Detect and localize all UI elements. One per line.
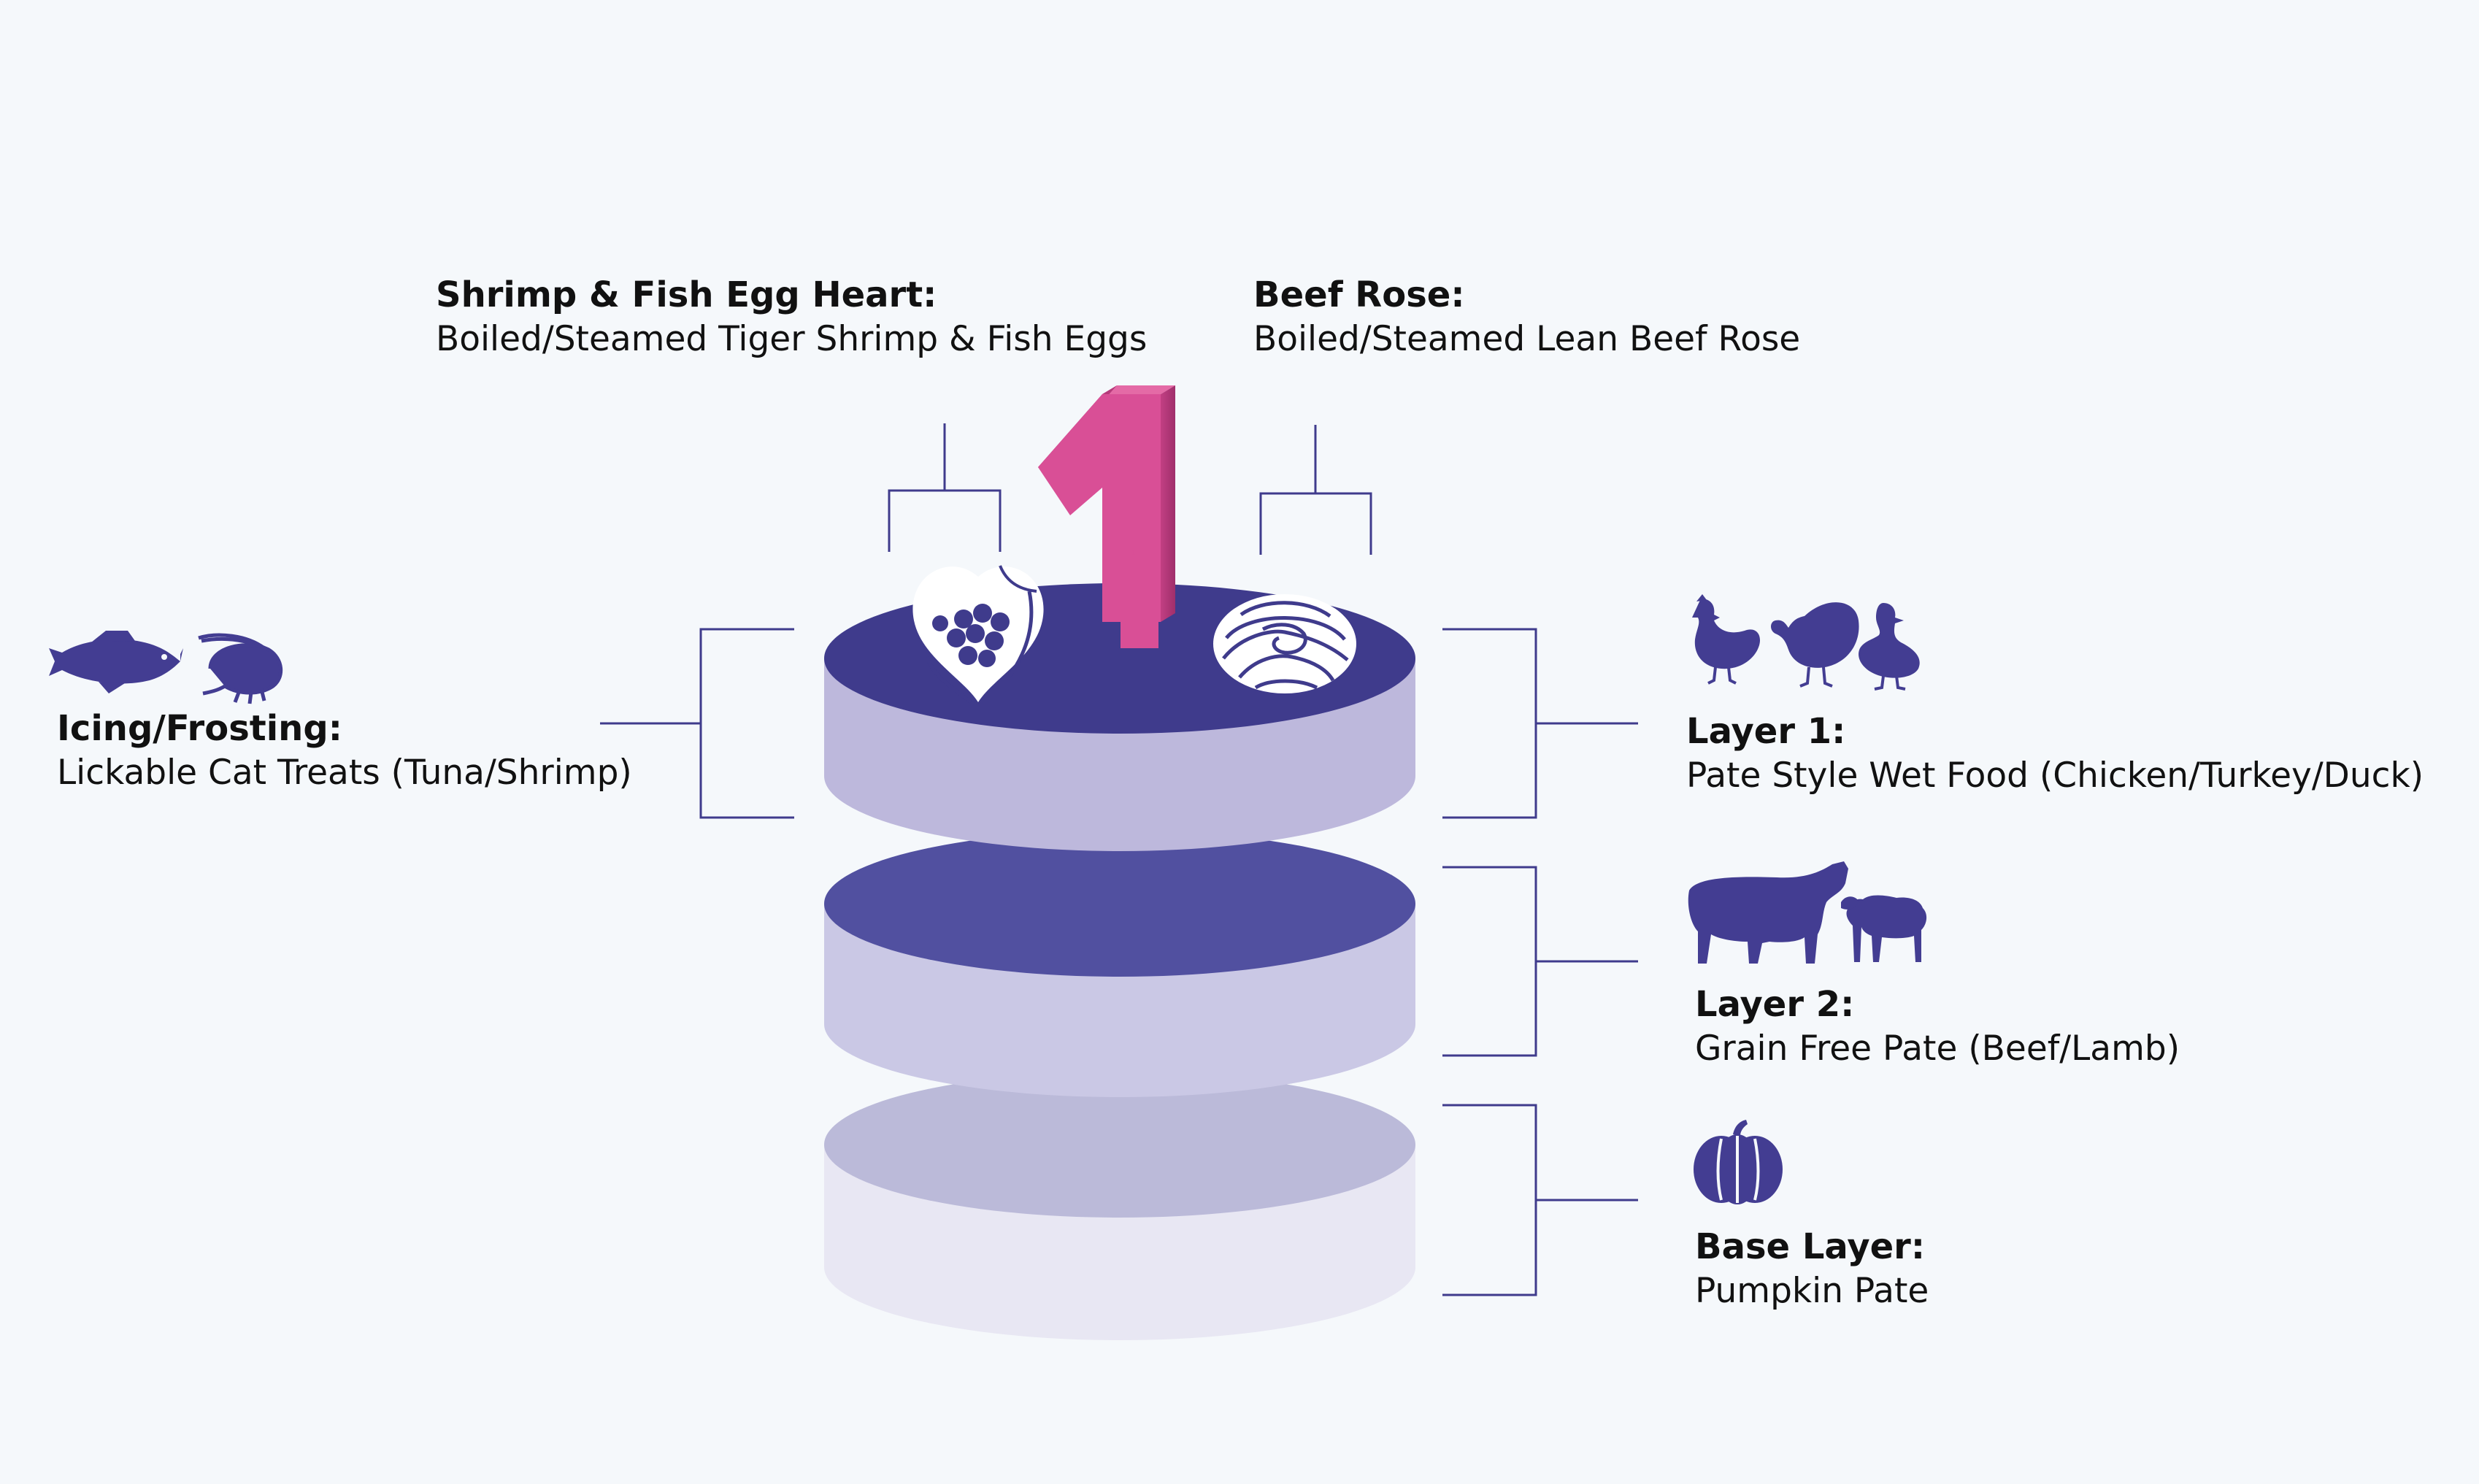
heart-label-desc: Boiled/Steamed Tiger Shrimp & Fish Eggs: [436, 319, 1148, 359]
heart-label: Shrimp & Fish Egg Heart: Boiled/Steamed …: [436, 273, 1147, 362]
fish-icon: [49, 631, 183, 693]
layer2-label-title: Layer 2:: [1695, 984, 1855, 1025]
base-label-desc: Pumpkin Pate: [1695, 1271, 1929, 1311]
rose-bracket: [1259, 425, 1372, 555]
base-label-title: Base Layer:: [1695, 1226, 1926, 1267]
cow-icon: [1688, 861, 1848, 964]
icing-label-desc: Lickable Cat Treats (Tuna/Shrimp): [57, 753, 632, 793]
pumpkin-icon: [1694, 1120, 1783, 1204]
duck-icon: [1859, 603, 1920, 691]
heart-label-title: Shrimp & Fish Egg Heart:: [436, 274, 937, 315]
layer2-label-desc: Grain Free Pate (Beef/Lamb): [1695, 1029, 2180, 1069]
layer1-label: Layer 1: Pate Style Wet Food (Chicken/Tu…: [1686, 710, 2424, 799]
beef-rose-icon: [1213, 594, 1356, 693]
rose-label: Beef Rose: Boiled/Steamed Lean Beef Rose: [1253, 273, 1800, 362]
cake-layer2-tier: [824, 831, 1415, 1097]
icing-bracket: [600, 628, 794, 819]
candle-number-one: 1: [1038, 385, 1175, 648]
shrimp-heart-icon: [912, 565, 1044, 704]
heart-bracket: [888, 423, 1002, 552]
candle-text: 1: [1131, 549, 1136, 557]
chicken-icon: [1692, 594, 1761, 685]
icing-label: Icing/Frosting: Lickable Cat Treats (Tun…: [57, 707, 632, 796]
base-bracket: [1442, 1104, 1638, 1296]
layer1-label-title: Layer 1:: [1686, 711, 1846, 752]
layer2-label: Layer 2: Grain Free Pate (Beef/Lamb): [1695, 983, 2180, 1072]
rose-label-desc: Boiled/Steamed Lean Beef Rose: [1253, 319, 1801, 359]
layer1-bracket: [1442, 628, 1638, 819]
icing-label-title: Icing/Frosting:: [57, 708, 342, 749]
turkey-icon: [1771, 602, 1859, 688]
cake-base-tier: [824, 1072, 1415, 1340]
layer1-label-desc: Pate Style Wet Food (Chicken/Turkey/Duck…: [1686, 756, 2424, 796]
sheep-icon: [1841, 895, 1927, 962]
shrimp-icon: [198, 633, 283, 704]
rose-label-title: Beef Rose:: [1253, 274, 1465, 315]
base-label: Base Layer: Pumpkin Pate: [1695, 1225, 1929, 1314]
layer2-bracket: [1442, 866, 1638, 1057]
